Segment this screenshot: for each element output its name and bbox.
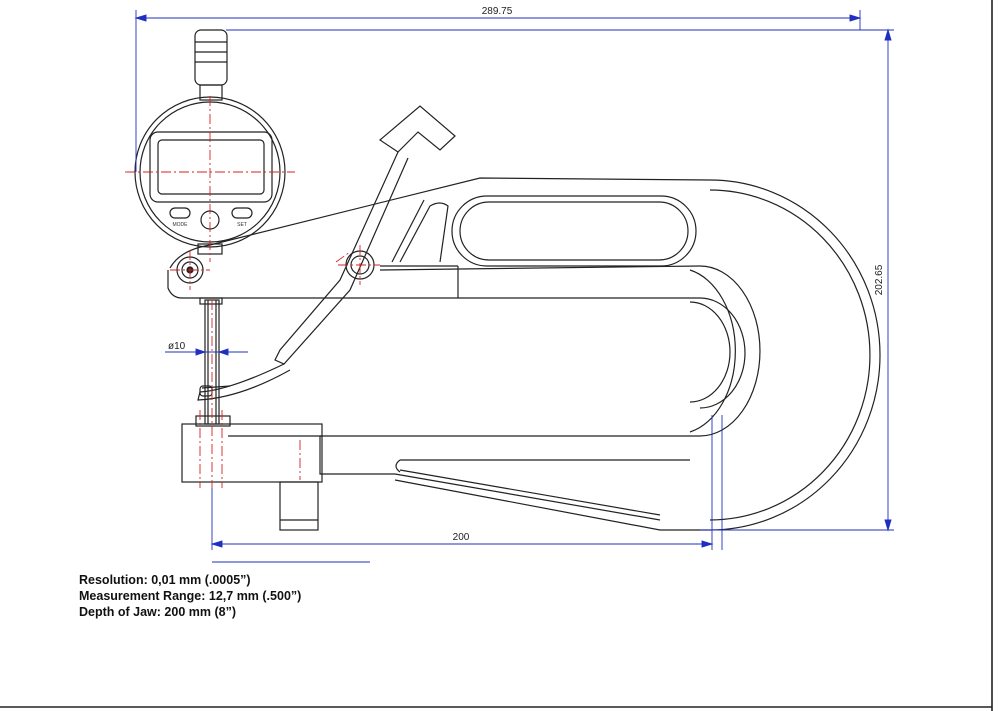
lcd-display bbox=[157, 139, 265, 195]
specifications: Resolution: 0,01 mm (.0005”) Measurement… bbox=[79, 572, 301, 620]
mode-button bbox=[169, 207, 191, 219]
dimension-spindle-diameter: ø10 bbox=[168, 341, 186, 352]
set-label: SET bbox=[237, 222, 247, 228]
spec-measurement-range: Measurement Range: 12,7 mm (.500”) bbox=[79, 589, 302, 603]
mode-label: MODE bbox=[173, 222, 189, 228]
dimension-partial: 295 bbox=[452, 555, 469, 566]
center-lines bbox=[125, 96, 380, 488]
dimension-partial-clip: 295 bbox=[452, 555, 469, 566]
dimension-lines bbox=[134, 10, 894, 563]
dimension-jaw-depth: 200 bbox=[453, 532, 470, 543]
set-button bbox=[231, 207, 253, 219]
spec-resolution: Resolution: 0,01 mm (.0005”) bbox=[79, 573, 251, 587]
dimension-height: 202.65 bbox=[874, 264, 885, 295]
dimension-width: 289.75 bbox=[482, 6, 513, 17]
spec-depth-of-jaw: Depth of Jaw: 200 mm (8”) bbox=[79, 605, 236, 619]
indicator-stem bbox=[194, 29, 228, 86]
caliper-frame bbox=[167, 105, 881, 531]
